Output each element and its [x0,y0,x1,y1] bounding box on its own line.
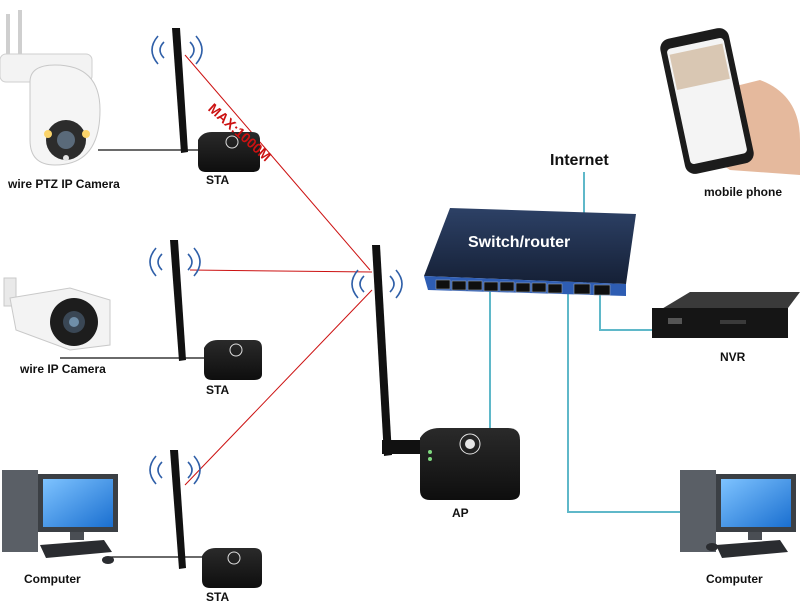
mobile-phone-label: mobile phone [704,185,782,199]
ap-label: AP [452,506,469,520]
antenna-icon [170,240,186,361]
wifi-signal-icon [149,247,201,277]
computer-left-label: Computer [24,572,81,586]
cable-nvr [599,290,666,331]
wireless-link-3 [184,289,373,486]
antenna-icon [170,450,186,569]
sta-label-3: STA [206,590,230,604]
wireless-links [184,54,373,486]
sta-label-1: STA [206,173,230,187]
nvr-label: NVR [720,350,746,364]
computer-right [680,470,796,558]
computer-right-label: Computer [706,572,763,586]
wireless-link-2 [189,269,373,273]
wifi-signal-icon [149,455,201,485]
access-point [372,245,520,500]
bullet-camera [3,277,111,351]
cable-computer-right [567,290,690,513]
ptz-camera [0,10,101,166]
computer-icon [721,479,791,527]
antenna-icon [172,28,188,153]
computer-icon [43,479,113,527]
switch-router [424,208,636,296]
sta-label-2: STA [206,383,230,397]
nvr [652,292,800,338]
sta-device-1 [172,28,260,172]
internet-label: Internet [550,152,609,169]
switch-router-label: Switch/router [468,234,571,251]
sta-device-3 [170,450,262,588]
mobile-phone [660,28,800,175]
wifi-signal-icon [151,35,203,65]
ptz-camera-label: wire PTZ IP Camera [8,177,120,191]
wireless-link-1 [184,54,371,271]
wifi-signal-icon [351,269,403,299]
ip-camera-label: wire IP Camera [20,362,106,376]
wifi-signals [149,35,403,485]
computer-left [2,470,118,564]
sta-device-2 [170,240,262,380]
antenna-icon [372,245,392,456]
